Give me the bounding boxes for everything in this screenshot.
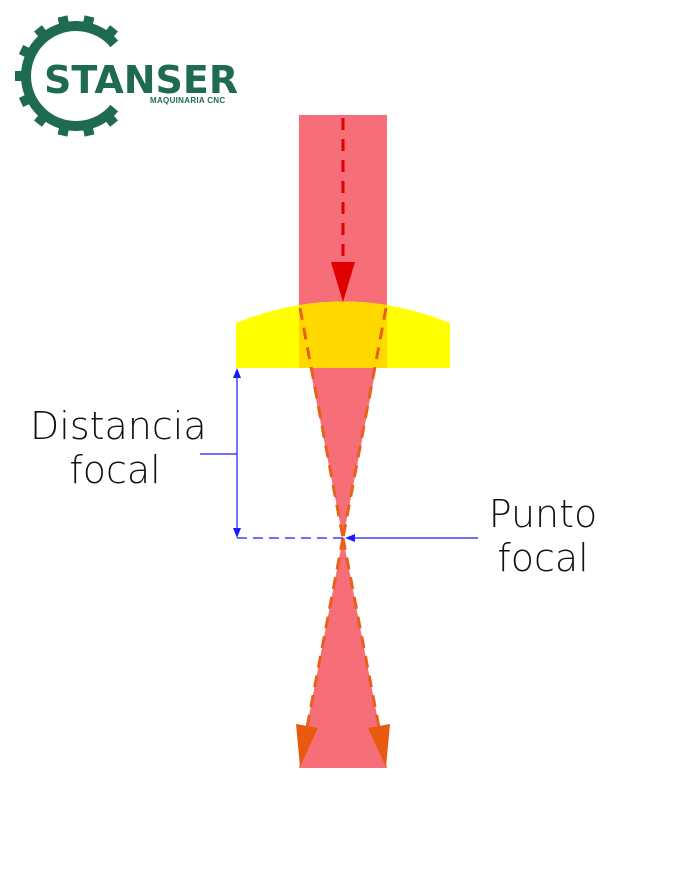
focal-distance-label-line2: focal	[69, 448, 161, 492]
focal-distance-label: Distancia focal	[30, 404, 207, 492]
logo-gear-icon	[15, 15, 119, 137]
converging-beam	[310, 368, 376, 538]
logo-wordmark: STANSER	[44, 58, 239, 102]
focal-point-pointer-head	[345, 534, 355, 542]
diverging-beam	[299, 538, 387, 768]
logo-gear-tooth	[105, 25, 118, 38]
logo-gear-tooth	[18, 45, 31, 58]
edge-ray-right-lower	[341, 537, 383, 739]
logo-gear-tooth	[18, 94, 31, 107]
focal-distance-arrowhead-top	[233, 368, 241, 378]
left-ray-arrowhead	[296, 724, 318, 767]
focal-distance-arrowhead-bottom	[233, 528, 241, 538]
focal-point-label-line2: focal	[497, 536, 589, 580]
logo-gear-tooth	[105, 114, 118, 127]
logo-gear-ring	[21, 21, 119, 131]
edge-ray-left-lower	[303, 537, 345, 739]
logo-tagline: MAQUINARIA CNC	[150, 96, 226, 105]
right-ray-arrowhead	[368, 724, 390, 767]
center-ray-arrowhead	[331, 262, 355, 302]
logo-gear-tooth	[57, 126, 70, 137]
focal-point-label: Punto focal	[488, 492, 598, 580]
focal-point-label-line1: Punto	[488, 492, 598, 536]
logo-gear-tooth	[34, 114, 47, 127]
logo-gear-tooth	[82, 15, 95, 26]
logo-gear-tooth	[82, 126, 95, 137]
focal-distance-label-line1: Distancia	[30, 404, 207, 448]
logo-gear-tooth	[15, 71, 23, 81]
lens-beam-overlap	[299, 301, 387, 368]
logo-gear-tooth	[34, 25, 47, 38]
logo-gear-tooth	[57, 15, 70, 26]
